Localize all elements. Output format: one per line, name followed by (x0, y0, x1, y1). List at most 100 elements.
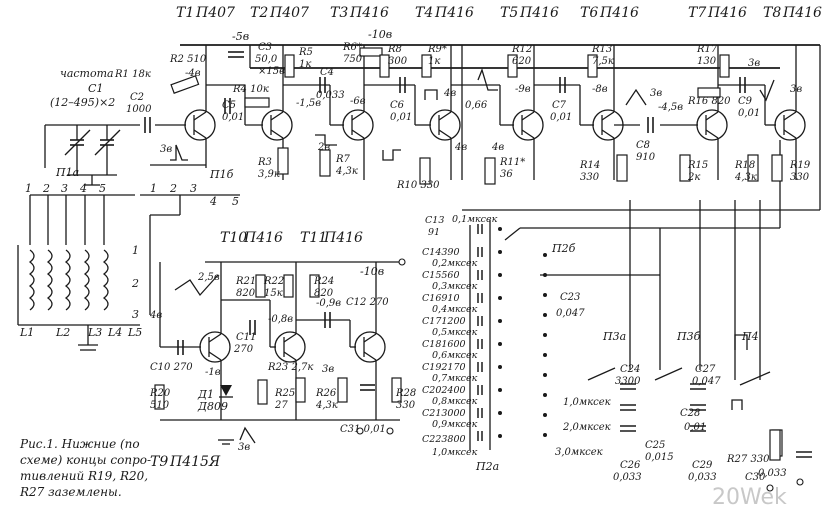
svg-text:1,0мксек: 1,0мксек (563, 397, 611, 408)
c11: C11 (236, 332, 256, 343)
c8-val: 910 (636, 152, 656, 163)
labels-switch-positions: 1 2 3 4 5 1 2 3 4 5 (25, 182, 239, 208)
c2-val: 1000 (126, 104, 152, 115)
labels-c23: C23 0,047 (556, 292, 585, 319)
c5: C5 (222, 100, 236, 111)
c6-val: 0,01 (390, 112, 412, 123)
diode-type: Д809 (197, 400, 228, 413)
c29-val: 0,033 (688, 472, 717, 483)
svg-text:1: 1 (150, 182, 157, 195)
r6-val: 750 (343, 54, 363, 65)
c27: C27 (695, 364, 716, 375)
r21-val: 820 (236, 288, 256, 299)
c2: C2 (130, 92, 144, 103)
c9: C9 (738, 96, 753, 107)
watermark: 20Wek (712, 485, 787, 510)
transistor-t3 (342, 109, 374, 141)
c19: C192170 (422, 362, 466, 373)
v-t10-c: 2,5в (197, 272, 220, 283)
svg-text:2: 2 (131, 277, 139, 290)
r24-val: 820 (314, 288, 334, 299)
v-t8: 3в (790, 84, 802, 95)
c10: C10 270 (150, 362, 193, 373)
labels-capacitors-top: C2 1000 C3 50,0 ×15в C4 0,033 C5 0,01 C6… (126, 42, 760, 163)
label-t5: T5 (500, 5, 518, 21)
transistor-t1 (184, 109, 216, 141)
r8-val: 300 (388, 56, 408, 67)
r21: R21 (235, 276, 256, 287)
v-t1-e: 3в (160, 144, 172, 155)
c24-val: 3300 (615, 376, 641, 387)
r5: R5 (298, 47, 313, 58)
r18-val: 4,3к (734, 172, 757, 183)
v-t9: 3в (238, 442, 250, 453)
switch-p4: П4 (741, 330, 759, 343)
transistor-t12 (354, 331, 386, 363)
c16: C16910 (422, 293, 460, 304)
svg-text:5: 5 (232, 195, 239, 208)
c30-val: 0,033 (758, 468, 787, 479)
c18-dur: 0,6мксек (432, 350, 478, 361)
c7-val: 0,01 (550, 112, 572, 123)
r9-val: 1к (428, 56, 440, 67)
svg-text:2: 2 (169, 182, 177, 195)
label-t10: T10 (220, 230, 247, 246)
c14: C14390 (422, 247, 460, 258)
switch-p1a: П1а (55, 166, 79, 179)
r12: R12 (511, 44, 532, 55)
label-t9-type: П415Я (169, 454, 221, 470)
v-t4: 4в (443, 88, 456, 99)
label-t8: T8 (763, 5, 781, 21)
labels-transistors: T1 П407 T2 П407 T3 П416 T4 П416 T5 П416 … (150, 5, 822, 470)
labels-rails: -5в -10в -10в (232, 28, 392, 278)
c9-val: 0,01 (738, 108, 760, 119)
labels-coils: L1 L2 L3 L4 L5 1 2 3 (19, 244, 142, 339)
r9: R9* (427, 44, 447, 55)
v-t2-c: -1,5в (296, 98, 321, 109)
label-t4: T4 (415, 5, 433, 21)
c8: C8 (636, 140, 650, 151)
coil-l2: L2 (55, 326, 70, 339)
c27-val: 0,047 (692, 376, 721, 387)
switch-p1b: П1б (209, 168, 234, 181)
c17: C171200 (422, 316, 466, 327)
variable-capacitor-c1 (64, 125, 121, 186)
zener-diode-d1 (219, 385, 233, 398)
r2: R2 510 (169, 54, 207, 65)
transistors-bottom (199, 331, 386, 363)
c1-ref: C1 (88, 82, 103, 95)
r19-val: 330 (790, 172, 810, 183)
r13-val: 7,5к (592, 56, 614, 67)
r17-val: 130 (697, 56, 717, 67)
r28: R28 (395, 388, 416, 399)
c21: C213000 (422, 408, 466, 419)
transistor-t10 (199, 331, 231, 363)
labels-duration-caps: C13 91 0,1мксек C14390 0,2мксек C15560 0… (422, 214, 498, 458)
r15: R15 (687, 160, 708, 171)
r23: R23 2,7к (267, 362, 313, 373)
c3-val: 50,0 (255, 54, 278, 65)
v-t1-b: -4в (185, 68, 201, 79)
r20: R20 (149, 388, 171, 399)
r4: R4 10к (232, 84, 269, 95)
r22-val: 15к (264, 288, 283, 299)
c12: C12 270 (346, 297, 389, 308)
transistor-t5 (512, 109, 544, 141)
c29: C29 (692, 460, 713, 471)
r8: R8 (387, 44, 402, 55)
r28-val: 330 (396, 400, 416, 411)
c22: C223800 (422, 434, 466, 445)
transistor-t4 (429, 109, 461, 141)
c13: C13 (425, 215, 444, 226)
label-t9: T9 (150, 454, 168, 470)
v-t11-c: -0,9в (316, 298, 341, 309)
svg-text:3: 3 (61, 182, 68, 195)
svg-text:1: 1 (132, 244, 139, 257)
c28-val: 0,01 (684, 422, 706, 433)
transistor-t8 (774, 109, 806, 141)
wiring (17, 45, 821, 450)
c30: C30 (745, 472, 766, 483)
coil-l4: L4 (107, 326, 122, 339)
waveform-sketches (170, 68, 781, 461)
switch-p3a: П3а (602, 330, 626, 343)
